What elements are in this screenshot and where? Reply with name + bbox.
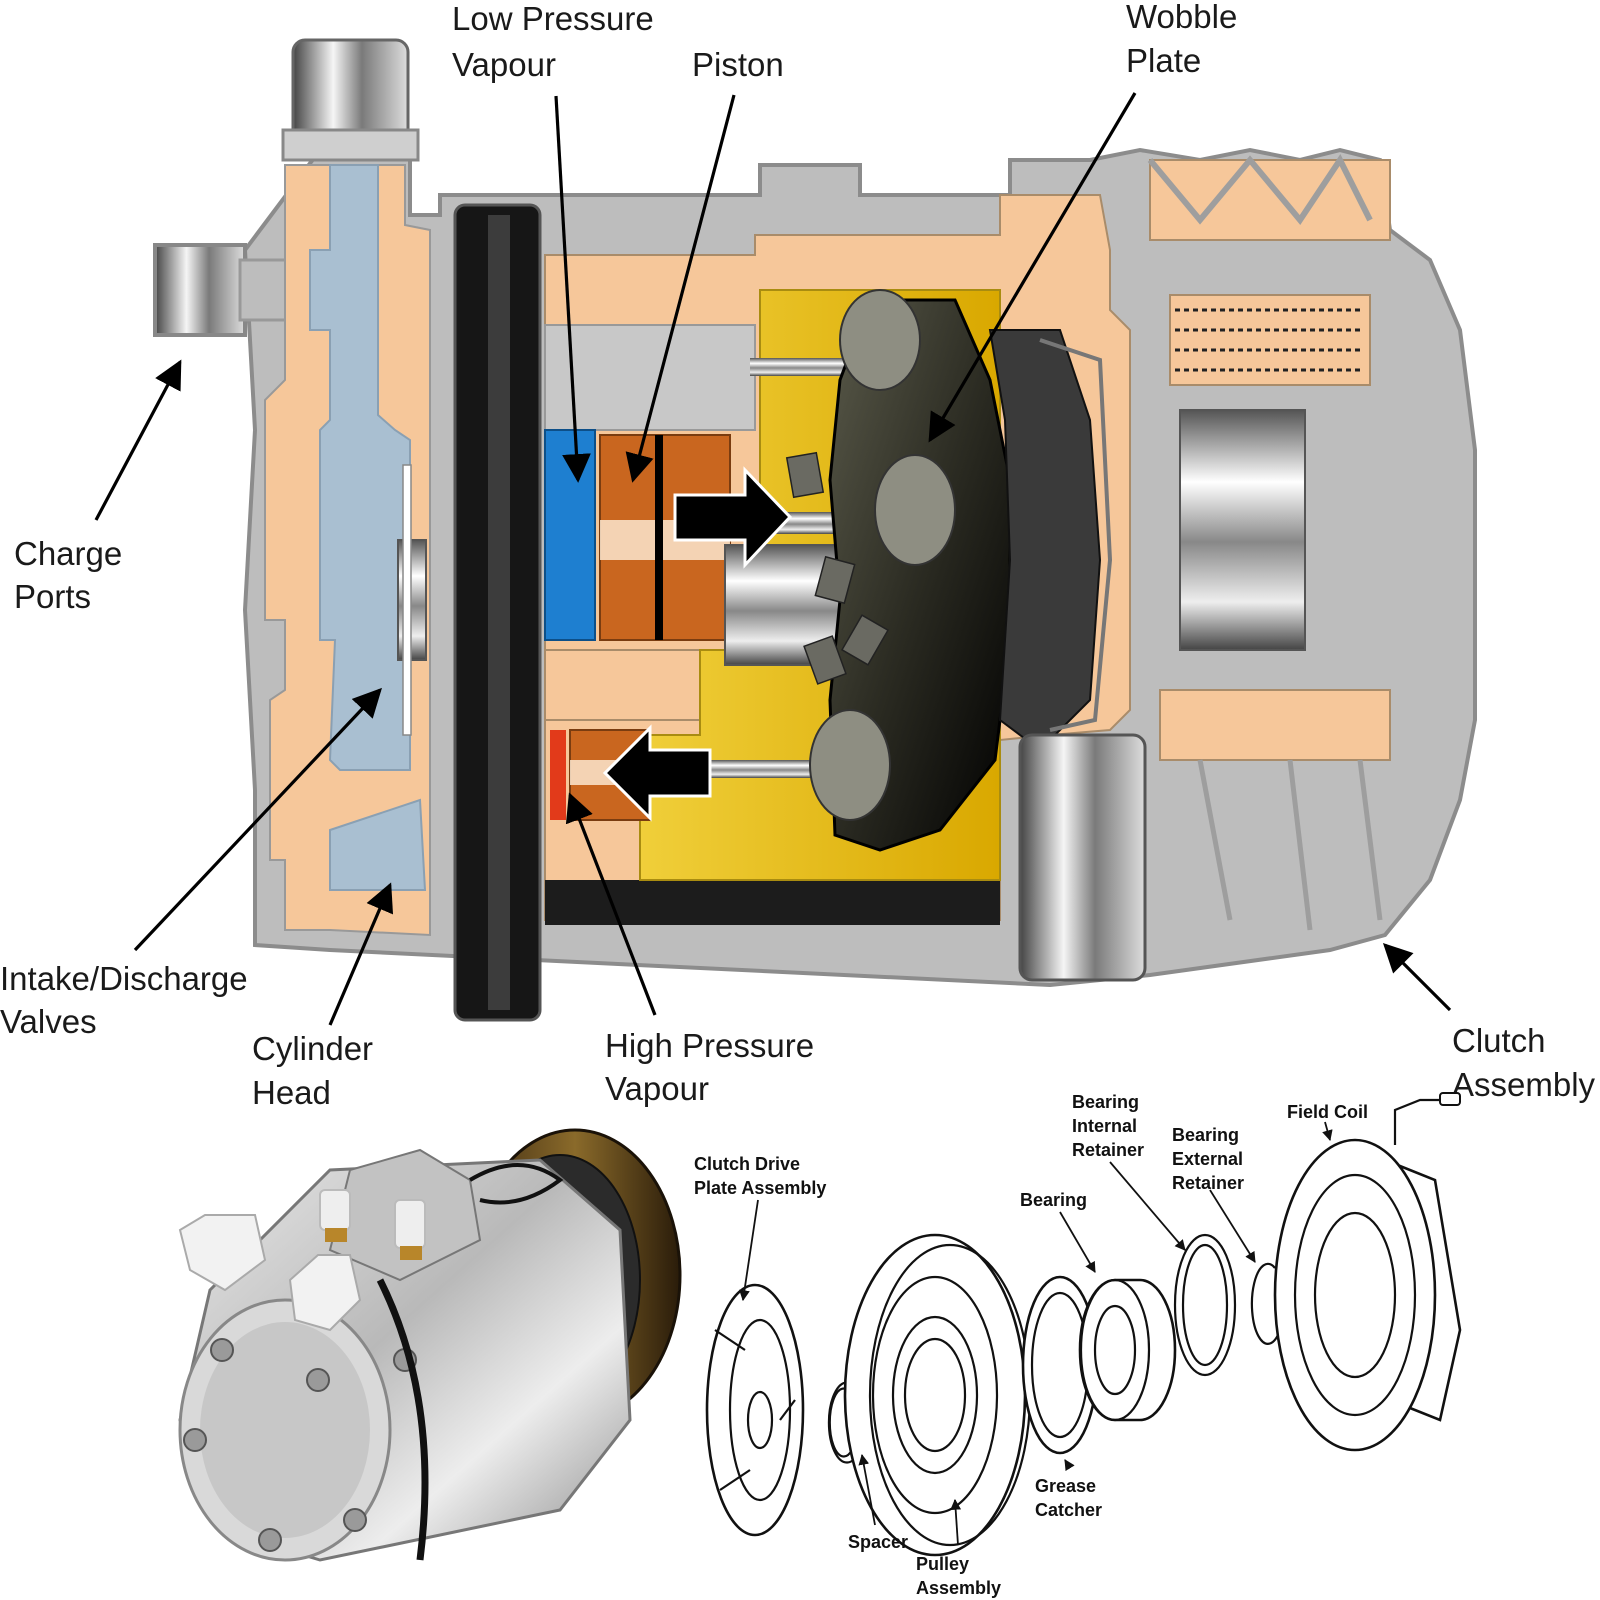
cutaway-labels: Low Pressure Vapour Piston Wobble Plate … (0, 0, 1596, 1111)
label-high-pressure-vapour: High Pressure Vapour (605, 1027, 823, 1107)
exploded-view: Clutch Drive Plate Assembly Bearing Inte… (694, 1092, 1462, 1598)
label-bearing-internal-retainer: Bearing Internal Retainer (1072, 1092, 1144, 1160)
leader-lines (94, 92, 1452, 1026)
part-pulley (843, 1233, 1032, 1557)
clutch-hub (1179, 409, 1306, 651)
exploded-leaders (739, 1121, 1333, 1546)
label-intake-discharge-valves: Intake/Discharge Valves (0, 960, 257, 1040)
label-low-pressure-vapour: Low Pressure Vapour (452, 0, 663, 83)
label-charge-ports: Charge Ports (14, 535, 131, 615)
cutaway-compressor (153, 38, 1477, 1022)
flow-arrow-right (673, 466, 793, 569)
low-pressure-chamber (544, 429, 596, 641)
compressor-photo (178, 1128, 682, 1562)
part-clutch-drive-plate (705, 1283, 805, 1537)
label-cylinder-head: Cylinder Head (252, 1030, 382, 1111)
part-internal-retainer (1173, 1233, 1237, 1377)
lower-bearing (1018, 733, 1147, 982)
flow-arrow-left (602, 724, 712, 822)
part-field-coil (1273, 1092, 1462, 1452)
label-piston: Piston (692, 46, 784, 83)
charge-port-hex (153, 243, 247, 337)
part-bearing (1078, 1278, 1177, 1422)
label-spacer: Spacer (848, 1532, 908, 1552)
label-bearing-external-retainer: Bearing External Retainer (1172, 1125, 1248, 1193)
label-wobble-plate: Wobble Plate (1126, 0, 1246, 79)
label-pulley-assembly: Pulley Assembly (916, 1554, 1001, 1598)
label-grease-catcher: Grease Catcher (1035, 1476, 1102, 1520)
vapour-passage (309, 164, 411, 771)
high-pressure-chamber (550, 730, 566, 820)
label-clutch-drive-plate-assembly: Clutch Drive Plate Assembly (694, 1154, 826, 1198)
label-clutch-assembly: Clutch Assembly (1452, 1022, 1596, 1103)
wobble-plate (828, 298, 1012, 852)
part-external-retainer (1250, 1262, 1282, 1345)
label-field-coil: Field Coil (1287, 1102, 1368, 1122)
label-bearing: Bearing (1020, 1190, 1087, 1210)
